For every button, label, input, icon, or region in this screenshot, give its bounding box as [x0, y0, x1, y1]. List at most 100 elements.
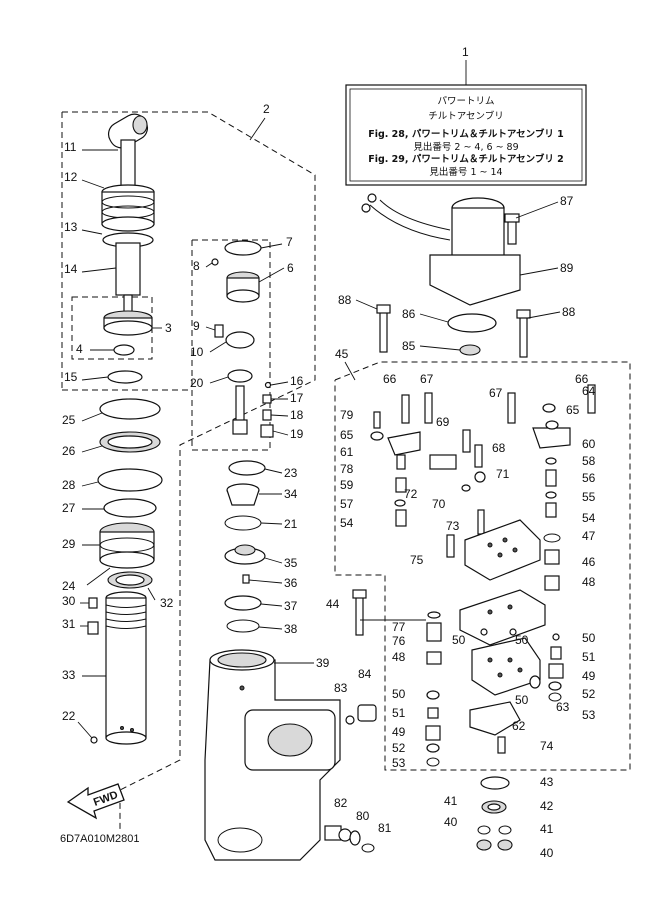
callout-51a: 51	[582, 650, 596, 664]
callout-59: 59	[340, 478, 354, 492]
callout-56: 56	[582, 471, 596, 485]
tilt-rod-assembly	[86, 113, 163, 745]
callout-53b: 53	[392, 756, 406, 770]
callout-18: 18	[290, 408, 304, 422]
callout-82: 82	[334, 796, 348, 810]
callout-58: 58	[582, 454, 596, 468]
callout-70: 70	[432, 497, 446, 511]
callout-7: 7	[286, 235, 293, 249]
callout-50c: 50	[582, 631, 596, 645]
callout-2: 2	[263, 102, 270, 116]
callout-86: 86	[402, 307, 416, 321]
callout-88a: 88	[338, 293, 352, 307]
callout-54a: 54	[340, 516, 354, 530]
callout-79: 79	[340, 408, 354, 422]
callout-28: 28	[62, 478, 76, 492]
callout-66b: 66	[575, 372, 589, 386]
motor-pump	[352, 193, 596, 851]
title-fig28-sub: 見出番号 2 ~ 4, 6 ~ 89	[413, 141, 518, 153]
leader-lines	[77, 149, 561, 739]
callout-65a: 65	[340, 428, 354, 442]
callout-16: 16	[290, 374, 304, 388]
callout-40b: 40	[540, 846, 554, 860]
callout-17: 17	[290, 391, 304, 405]
callout-87: 87	[560, 194, 574, 208]
callout-62: 62	[512, 719, 526, 733]
callout-11: 11	[64, 140, 77, 154]
callout-37: 37	[284, 599, 298, 613]
callout-75: 75	[410, 553, 424, 567]
callout-84: 84	[358, 667, 372, 681]
callout-61: 61	[340, 445, 354, 459]
callout-52a: 52	[582, 687, 596, 701]
callout-40a: 40	[444, 815, 458, 829]
callout-36: 36	[284, 576, 298, 590]
callout-labels: 2 3 4 6 7 8 9 10 11 12 13 14 15 16 17 18…	[62, 102, 596, 860]
callout-66a: 66	[383, 372, 397, 386]
callout-33: 33	[62, 668, 76, 682]
callout-67b: 67	[489, 386, 503, 400]
callout-27: 27	[62, 501, 76, 515]
callout-32: 32	[160, 596, 174, 610]
callout-41a: 41	[444, 794, 458, 808]
title-block: 1 パワートリム チルトアセンブリ Fig. 28, パワートリム＆チルトアセン…	[345, 45, 587, 186]
callout-31: 31	[62, 617, 76, 631]
callout-54b: 54	[582, 511, 596, 525]
callout-41b: 41	[540, 822, 554, 836]
callout-49b: 49	[392, 725, 406, 739]
callout-69: 69	[436, 415, 450, 429]
callout-24: 24	[62, 579, 76, 593]
title-fig29: Fig. 29, パワートリム＆チルトアセンブリ 2	[368, 153, 564, 165]
callout-60: 60	[582, 437, 596, 451]
callout-43: 43	[540, 775, 554, 789]
callout-10: 10	[190, 345, 204, 359]
callout-71: 71	[496, 467, 510, 481]
callout-35: 35	[284, 556, 298, 570]
center-valves	[204, 240, 377, 861]
callout-13: 13	[64, 220, 78, 234]
callout-50b: 50	[515, 633, 529, 647]
callout-55: 55	[582, 490, 596, 504]
callout-20: 20	[190, 376, 204, 390]
callout-23: 23	[284, 466, 298, 480]
callout-39: 39	[316, 656, 330, 670]
callout-34: 34	[284, 487, 298, 501]
callout-63: 63	[556, 700, 570, 714]
callout-1: 1	[462, 45, 469, 59]
callout-67a: 67	[420, 372, 434, 386]
callout-76: 76	[392, 634, 406, 648]
callout-88b: 88	[562, 305, 576, 319]
callout-52b: 52	[392, 741, 406, 755]
callout-9: 9	[193, 319, 200, 333]
callout-42: 42	[540, 799, 554, 813]
callout-77: 77	[392, 620, 406, 634]
callout-46: 46	[582, 555, 596, 569]
callout-72: 72	[404, 487, 418, 501]
title-fig28: Fig. 28, パワートリム＆チルトアセンブリ 1	[368, 128, 564, 140]
callout-83: 83	[334, 681, 348, 695]
diagram-code: 6D7A010M2801	[60, 833, 140, 845]
title-line-2: チルトアセンブリ	[428, 110, 504, 122]
callout-65b: 65	[566, 403, 580, 417]
callout-80: 80	[356, 809, 370, 823]
callout-85: 85	[402, 339, 416, 353]
callout-44: 44	[326, 597, 340, 611]
callout-53a: 53	[582, 708, 596, 722]
callout-14: 14	[64, 262, 78, 276]
callout-22: 22	[62, 709, 76, 723]
callout-68: 68	[492, 441, 506, 455]
callout-73: 73	[446, 519, 460, 533]
callout-29: 29	[62, 537, 76, 551]
callout-48a: 48	[582, 575, 596, 589]
callout-19: 19	[290, 427, 304, 441]
callout-4: 4	[76, 342, 83, 356]
callout-49a: 49	[582, 669, 596, 683]
callout-25: 25	[62, 413, 76, 427]
callout-57: 57	[340, 497, 354, 511]
callout-50e: 50	[515, 693, 529, 707]
callout-50d: 50	[392, 687, 406, 701]
callout-38: 38	[284, 622, 298, 636]
callout-3: 3	[165, 321, 172, 335]
callout-21: 21	[284, 517, 298, 531]
